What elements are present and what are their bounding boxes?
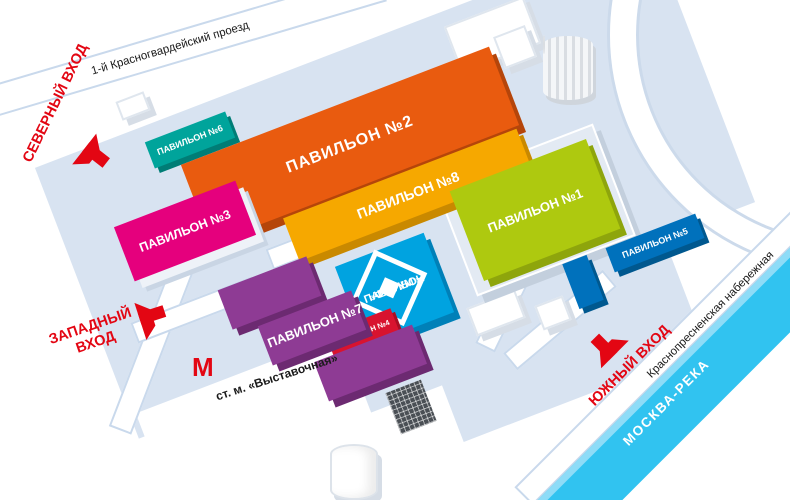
building bbox=[115, 91, 151, 121]
pavilion-3-label: ПАВИЛЬОН №3 bbox=[137, 207, 233, 255]
metro-icon: М bbox=[192, 352, 214, 382]
pavilion-1-label: ПАВИЛЬОН №1 bbox=[485, 184, 585, 236]
pavilion-2-label: ПАВИЛЬОН №2 bbox=[283, 112, 416, 177]
round-tank-building bbox=[330, 444, 378, 500]
round-tower-building bbox=[543, 36, 593, 100]
